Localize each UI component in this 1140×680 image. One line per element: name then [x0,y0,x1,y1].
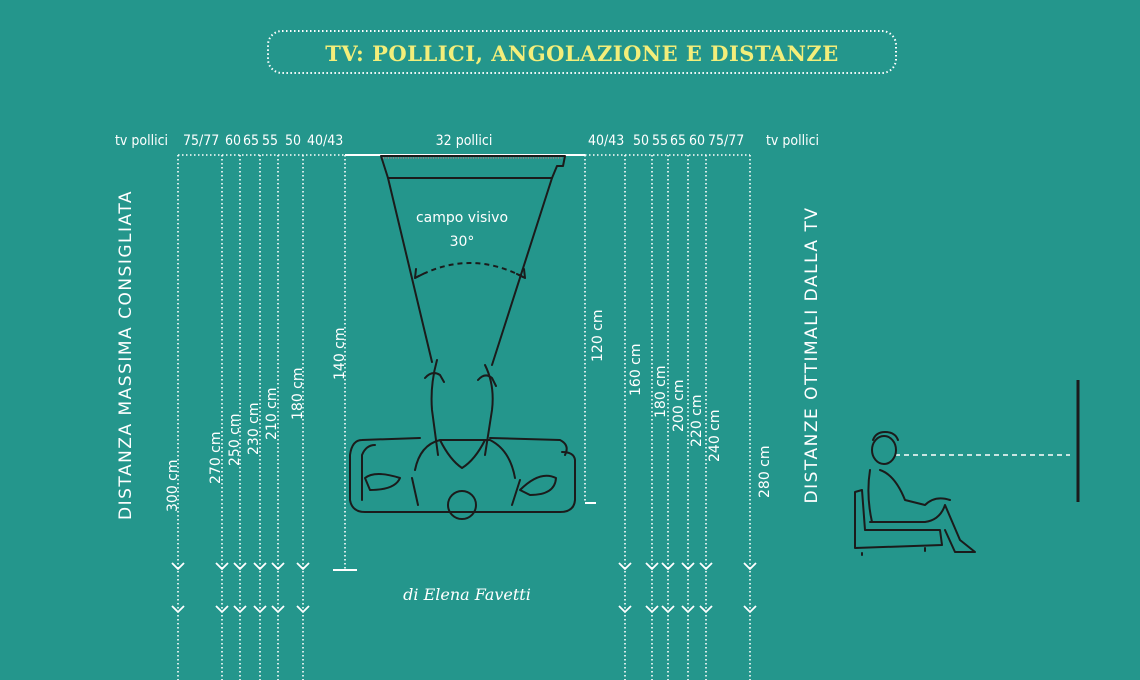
distance-label: 180 cm [290,367,306,420]
right-axis-title: DISTANZE OTTIMALI DALLA TV [802,207,822,504]
title: TV: POLLICI, ANGOLAZIONE E DISTANZE [325,41,839,66]
arrow-down-icon [618,605,632,614]
distance-label: 200 cm [671,379,687,432]
right-size-label: 60 [689,133,705,149]
arrow-down-icon [681,605,695,614]
right-size-label: 75/77 [708,133,744,149]
tv-top-view-illustration [380,155,566,366]
arrow-down-icon [171,562,185,571]
distance-label: 270 cm [208,431,224,484]
distance-label: 220 cm [689,394,705,447]
arrow-down-icon [645,605,659,614]
arrow-down-icon [271,605,285,614]
distance-label: 240 cm [707,409,723,462]
left-axis-title: DISTANZA MASSIMA CONSIGLIATA [116,190,136,520]
distance-label: 120 cm [590,309,606,362]
arrow-down-icon [215,605,229,614]
arrow-down-icon [296,605,310,614]
arrow-down-icon [661,605,675,614]
arrow-down-icon [233,605,247,614]
arrow-down-icon [645,562,659,571]
arrow-down-icon [699,605,713,614]
left-size-label: 40/43 [307,133,343,149]
title-frame [267,30,897,74]
side-view-illustration [854,380,1080,556]
distance-label: 210 cm [264,387,280,440]
right-size-label: 40/43 [588,133,624,149]
left-size-label: 50 [285,133,301,149]
distance-label: 230 cm [246,402,262,455]
arrow-down-icon [253,562,267,571]
arrow-down-icon [743,562,757,571]
center-size-label: 32 pollici [436,133,493,149]
right-size-label: 50 [633,133,649,149]
arrow-down-icon [699,562,713,571]
arrow-down-icon [271,562,285,571]
arrow-down-icon [253,605,267,614]
arrow-down-icon [681,562,695,571]
arrow-down-icon [661,562,675,571]
right-tv-label: tv pollici [766,133,819,149]
arrow-down-icon [296,562,310,571]
right-size-label: 55 [652,133,668,149]
distance-lines [171,155,757,680]
viewing-field-label: campo visivo [416,210,508,226]
distance-label: 300 cm [165,459,181,512]
sofa-person-top-view [349,359,576,520]
distance-label: 140 cm [332,327,348,380]
left-size-label: 65 [243,133,259,149]
distance-label: 280 cm [757,445,773,498]
left-size-label: 75/77 [183,133,219,149]
left-size-label: 55 [262,133,278,149]
distance-label: 160 cm [628,343,644,396]
arrow-down-icon [743,605,757,614]
arrow-down-icon [215,562,229,571]
distance-label: 180 cm [653,365,669,418]
right-size-label: 65 [670,133,686,149]
left-size-label: 60 [225,133,241,149]
viewing-field-angle: 30° [450,234,475,250]
credit: di Elena Favetti [403,585,531,604]
left-tv-label: tv pollici [115,133,168,149]
arrow-down-icon [618,562,632,571]
arrow-down-icon [233,562,247,571]
arrow-down-icon [171,605,185,614]
distance-label: 250 cm [227,413,243,466]
